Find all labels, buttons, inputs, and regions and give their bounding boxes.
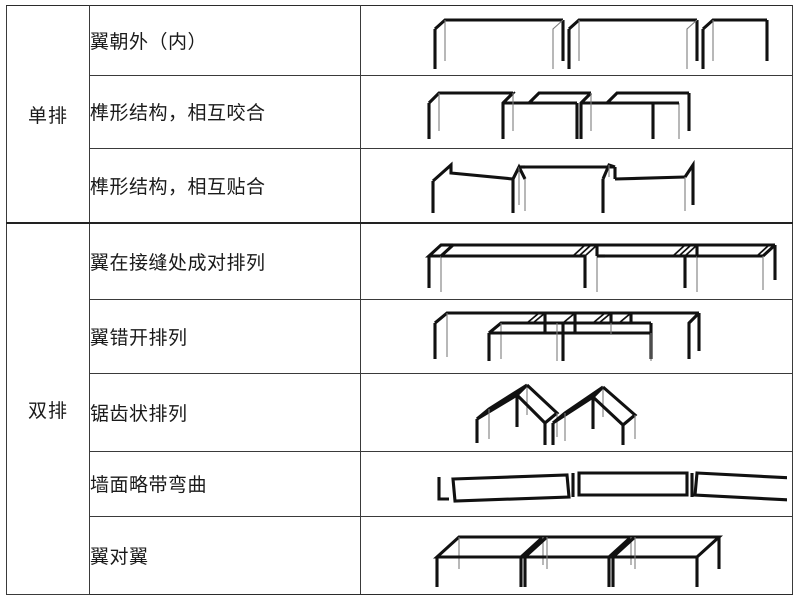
figure-tenon-interlocking-segments [361,77,792,147]
figure-tenon-abutting-segments [361,151,792,221]
figure-cell-u-shaped-segments-outward [360,5,793,76]
figure-double-row-curved-wall [361,453,792,515]
wall-segment [566,18,699,70]
wall-segment [426,91,577,139]
figure-double-row-sawtooth [361,375,792,449]
wall-joint [591,312,613,336]
wall-segment [527,91,653,139]
wall-joint [571,243,605,292]
svg-tenon-abutting-segments [430,159,695,213]
wall-segment [474,383,528,444]
svg-u-shaped-segments-outward [432,18,769,70]
figure-cell-tenon-interlocking-segments [360,74,793,150]
svg-tenon-interlocking-segments [426,91,691,139]
row-label-sawtooth: 锯齿状排列 [89,372,361,452]
wall-arrangement-table: 单排 翼朝外（内） [6,5,793,596]
wall-segment [518,162,685,213]
table-row: 墙面略带弯曲 [7,450,793,518]
wall-joint [617,312,633,324]
wall-box [520,534,635,587]
table-row: 翼对翼 [7,516,793,595]
table-row: 双排 翼在接缝处成对排列 [6,222,793,596]
svg-double-row-wing-to-wing [432,534,723,587]
table-row: 单排 翼朝外（内） [6,5,793,224]
figure-cell-double-row-staggered [360,298,793,374]
row-label-staggered: 翼错开排列 [89,298,361,374]
wall-segment [591,385,637,446]
wall-joint [525,312,558,362]
wall-joint [560,312,577,362]
wall-segment [432,18,565,70]
wall-end-cap [436,476,449,501]
wall-joint [570,472,694,497]
figure-cell-double-row-sawtooth [360,372,793,452]
table-row: 榫形结构，相互咬合 [7,74,793,150]
figure-cell-double-row-paired-at-joint [360,222,793,300]
svg-double-row-paired-at-joint [424,242,777,292]
row-label-wing-outward: 翼朝外（内） [89,5,361,76]
wall-front-row [486,321,653,362]
figure-double-row-paired-at-joint [361,226,792,298]
wall-segment [683,159,695,211]
figure-cell-tenon-abutting-segments [360,148,793,224]
svg-double-row-staggered [432,311,701,362]
figure-double-row-staggered [361,301,792,371]
figure-u-shaped-segments-outward [361,7,792,73]
wall-segment [550,385,604,446]
wall-segment [430,161,526,213]
wall-slab [450,473,571,503]
wall-box [608,534,723,587]
wall-segment [596,242,707,258]
wall-joint [671,243,699,292]
wall-box [432,534,547,587]
figure-cell-double-row-wing-to-wing [360,516,793,595]
wall-segment [700,18,769,70]
row-label-wing-to-wing: 翼对翼 [89,516,361,595]
wall-segment [696,242,777,290]
wall-segment [515,384,559,446]
row-label-curved-wall: 墙面略带弯曲 [89,450,361,518]
table-row: 榫形结构，相互贴合 [7,148,793,224]
svg-double-row-curved-wall [436,471,787,503]
row-label-tenon-abutting: 榫形结构，相互贴合 [89,148,361,224]
figure-double-row-wing-to-wing [361,519,792,593]
row-label-tenon-interlocking: 榫形结构，相互咬合 [89,74,361,150]
group-label-single-row: 单排 [6,5,90,224]
wall-slab [576,471,689,497]
wall-segment [605,91,691,139]
table-row: 翼错开排列 [7,298,793,374]
group-label-double-row: 双排 [6,222,90,596]
svg-double-row-sawtooth [474,383,637,446]
wall-segment [424,242,597,292]
table-row: 锯齿状排列 [7,372,793,452]
figure-cell-double-row-curved-wall [360,450,793,518]
wall-back-row [432,311,701,360]
row-label-paired-at-joint: 翼在接缝处成对排列 [89,222,361,300]
wall-slab [692,471,787,502]
